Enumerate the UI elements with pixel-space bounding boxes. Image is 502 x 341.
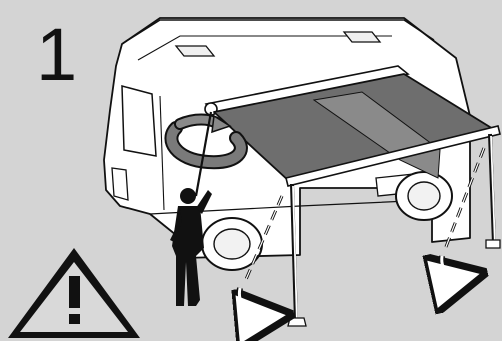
side-window-rear: [112, 168, 128, 200]
support-leg-right: [486, 134, 500, 248]
side-window-front: [122, 86, 156, 156]
warning-triangle-icon: [8, 248, 140, 338]
front-wheel: [396, 172, 452, 220]
curved-arrow-icon: [442, 256, 470, 277]
curved-arrow-icon: [239, 288, 276, 316]
